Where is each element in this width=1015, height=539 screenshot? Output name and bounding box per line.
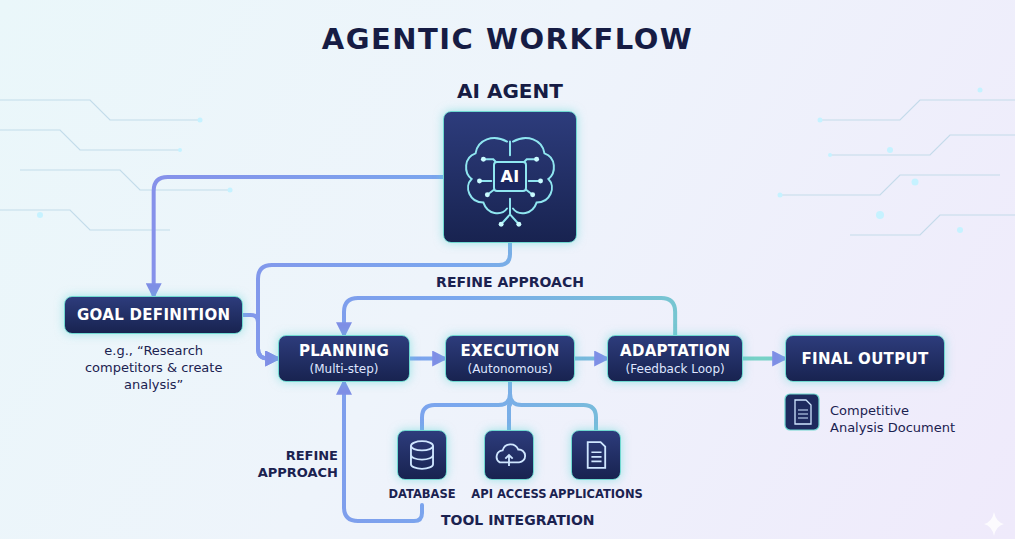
connector xyxy=(422,382,510,430)
tool-label: APPLICATIONS xyxy=(549,487,643,501)
tool-icon xyxy=(399,432,445,478)
box-title: GOAL DEFINITION xyxy=(77,306,230,324)
document-icon xyxy=(785,394,819,430)
process-box: FINAL OUTPUT xyxy=(785,335,945,382)
edge-label: REFINE APPROACH xyxy=(252,448,338,482)
sparkle-mark xyxy=(984,512,1004,536)
process-box: PLANNING (Multi-step) xyxy=(278,335,410,382)
connector xyxy=(410,357,445,361)
box-title: PLANNING xyxy=(299,342,389,360)
tool-label: DATABASE xyxy=(388,487,455,501)
output-label: Competitive Analysis Document xyxy=(830,403,960,437)
box-title: EXECUTION xyxy=(460,342,559,360)
tool-icon-box: DATABASE xyxy=(397,430,447,480)
example-note: e.g., “Research competitors & create ana… xyxy=(74,343,234,394)
box-title: ADAPTATION xyxy=(620,342,730,360)
connector xyxy=(154,177,443,296)
connector xyxy=(743,357,785,361)
edge-label: REFINE APPROACH xyxy=(436,274,584,290)
connector xyxy=(510,382,596,430)
chip-label: AI xyxy=(493,161,528,192)
section-label: TOOL INTEGRATION xyxy=(441,512,595,528)
connector xyxy=(575,357,607,361)
agent-box: AI AGENTAI xyxy=(443,111,577,243)
tool-icon xyxy=(486,432,532,478)
diagram-title: AGENTIC WORKFLOW xyxy=(0,22,1015,56)
connector xyxy=(344,298,675,335)
tool-label: API ACCESS xyxy=(471,487,546,501)
tool-icon xyxy=(573,432,619,478)
box-title: FINAL OUTPUT xyxy=(802,350,929,368)
box-subtitle: (Autonomous) xyxy=(467,362,552,376)
box-subtitle: (Multi-step) xyxy=(310,362,379,376)
connector xyxy=(243,315,278,359)
tool-icon-box: APPLICATIONS xyxy=(571,430,621,480)
agent-heading: AI AGENT xyxy=(457,79,563,103)
box-subtitle: (Feedback Loop) xyxy=(626,362,725,376)
process-box: ADAPTATION (Feedback Loop) xyxy=(607,335,743,382)
process-box: EXECUTION (Autonomous) xyxy=(445,335,575,382)
process-box: GOAL DEFINITIONe.g., “Research competito… xyxy=(64,296,243,334)
tool-icon-box: API ACCESS xyxy=(484,430,534,480)
